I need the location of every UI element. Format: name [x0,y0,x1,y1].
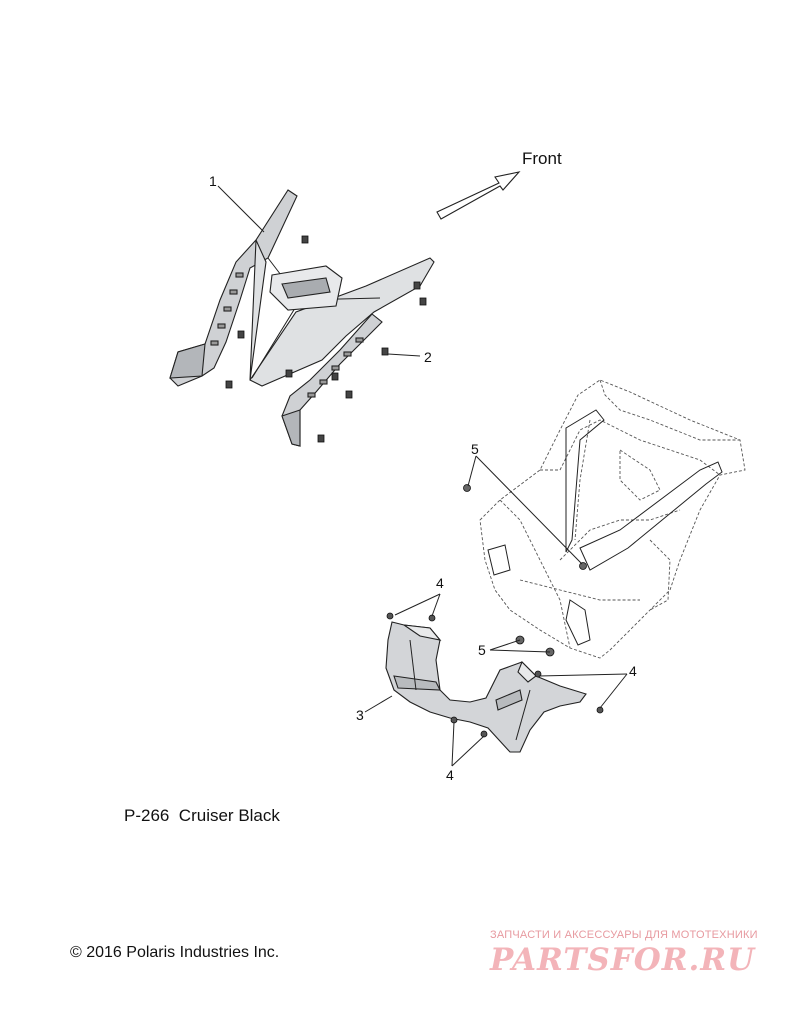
screws [386,612,604,738]
callout-4-bottom: 4 [446,767,454,783]
leader-lines [217,185,628,767]
callout-4-top: 4 [436,575,444,591]
lower-fairing [385,621,587,753]
callout-4-right: 4 [629,663,637,679]
front-arrow [436,171,521,220]
nuts [463,484,587,657]
callout-2: 2 [424,349,432,365]
frame-assembly [479,379,746,659]
callout-5-top: 5 [471,441,479,457]
callout-1: 1 [209,173,217,189]
watermark-logo: PARTSFOR.RU [490,942,756,978]
front-label: Front [522,149,562,168]
push-clips [225,235,427,443]
upper-fairing-panel [169,189,435,447]
watermark-tagline: ЗАПЧАСТИ И АКСЕССУАРЫ ДЛЯ МОТОТЕХНИКИ [490,929,758,941]
copyright-notice: © 2016 Polaris Industries Inc. [70,944,280,961]
diagram-caption: P-266 Cruiser Black [124,806,280,825]
callout-5-bottom: 5 [478,642,486,658]
callout-3: 3 [356,707,364,723]
